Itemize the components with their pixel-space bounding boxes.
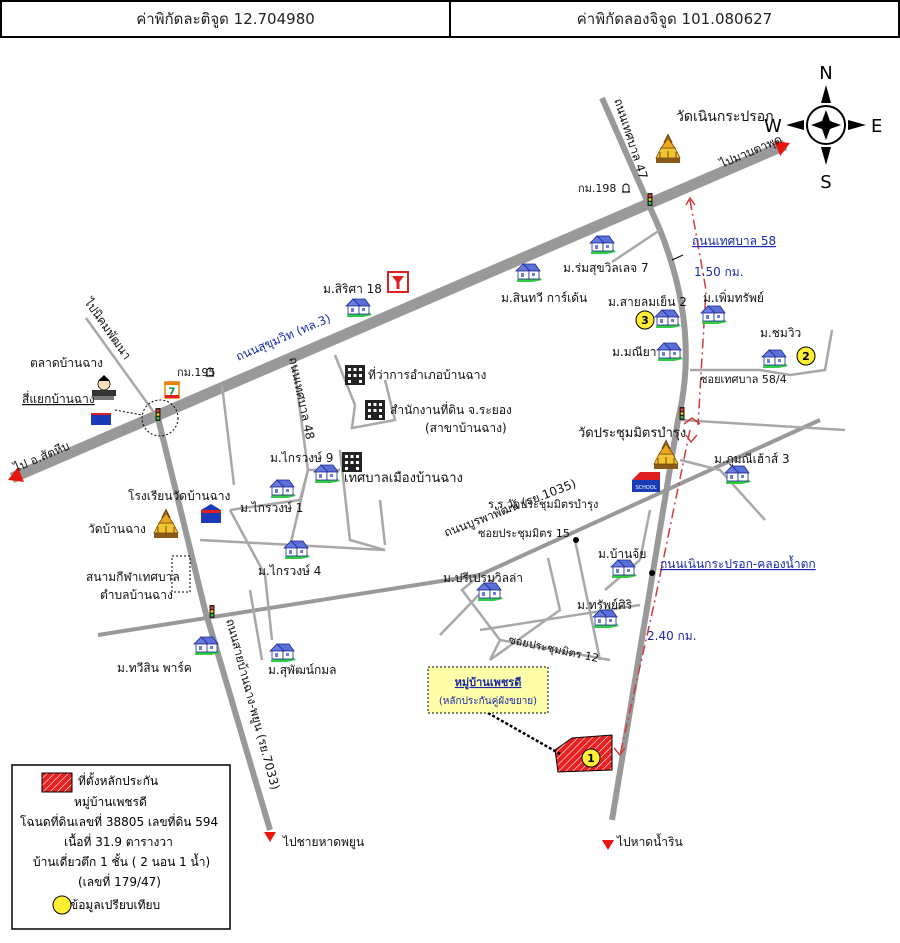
label-banchai: ม.บ้านจ้ย [598, 547, 646, 561]
label-km198: กม.198 [578, 182, 616, 195]
traffic-signal-icon [679, 407, 685, 420]
compass-icon: N S E W [764, 63, 882, 193]
label-noen-road: ถนนเนินกระปรอก-คลองน้ำตก [660, 555, 816, 571]
school-sign-icon: SCHOOL [632, 472, 660, 492]
label-thesaban-48: ถนนเทศบาล 48 [286, 356, 317, 441]
temple-icon-banchang [153, 509, 179, 539]
subject-site: 1 [554, 734, 613, 773]
building-icon-land-office [365, 400, 385, 420]
label-supat: ม.สุพัฒน์กมล [268, 663, 337, 678]
label-kraiwong4: ม.ไกรวงษ์ 4 [258, 564, 321, 578]
label-to-phayoon: ไปชายหาดพยูน [282, 835, 364, 850]
label-supsiri: ม.ทรัพย์ศิริ [577, 598, 633, 612]
compass-w: W [764, 116, 782, 137]
label-amphoe: ที่ว่าการอำเภอบ้านฉาง [368, 366, 486, 382]
police-station-icon [92, 375, 116, 400]
school-sign-icon [201, 504, 221, 523]
callout-leader [487, 711, 563, 757]
km-post-icon [621, 183, 631, 193]
svg-text:2: 2 [802, 350, 810, 363]
legend-compare: ข้อมูลเปรียบเทียบ [70, 898, 160, 913]
label-wat-noen: วัดเนินกระปรอก [676, 109, 774, 125]
traffic-signal-icon [647, 193, 653, 206]
label-land-office-branch: (สาขาบ้านฉาง) [425, 421, 507, 435]
label-to-nam-rin: ไปหาดน้ำริน [616, 833, 683, 849]
label-ruam-suk: ม.ร่มสุขวิลเลจ 7 [563, 261, 649, 276]
phayoon-road [155, 417, 273, 831]
traffic-signal-icon [209, 605, 215, 618]
label-school-prachum: ร.ร.วัดประชุมมิตรบำรุง [488, 498, 598, 511]
east-road [599, 96, 689, 821]
label-stadium-2: ตำบลบ้านฉาง [100, 588, 173, 602]
svg-text:7: 7 [169, 387, 176, 398]
sukhumvit-road [9, 139, 788, 484]
label-kraiwong1: ม.ไกรวงษ์ 1 [240, 501, 303, 515]
label-school-wat: โรงเรียนวัดบ้านฉาง [128, 489, 230, 503]
traffic-signal-icon [155, 408, 161, 421]
label-sintawee: ม.สินทวี การ์เด้น [501, 291, 587, 305]
intersection-highlight [141, 399, 179, 437]
seven-eleven-icon: 7 [164, 381, 180, 399]
legend-area: เนื้อที่ 31.9 ตารางวา [64, 833, 173, 849]
label-permsap: ม.เพิ่มทรัพย์ [703, 289, 764, 305]
label-soi-58-4: ซอยเทศบาล 58/4 [700, 373, 787, 386]
label-stadium: สนามกีฬาเทศบาล [86, 570, 180, 584]
label-chomwiw: ม.ชมวิว [760, 326, 801, 340]
svg-text:หมู่บ้านเพชรดี: หมู่บ้านเพชรดี [455, 676, 522, 690]
latitude-cell: ค่าพิกัดละติจูด 12.704980 [136, 10, 315, 28]
stadium-outline [171, 555, 191, 593]
legend-number: (เลขที่ 179/47) [78, 873, 161, 889]
label-kraiwong9: ม.ไกรวงษ์ 9 [270, 451, 333, 465]
legend-site: ที่ตั้งหลักประกัน [78, 772, 158, 788]
label-wat-banchang: วัดบ้านฉาง [88, 522, 146, 536]
compass-e: E [871, 116, 882, 137]
callout-box: หมู่บ้านเพชรดี (หลักประกันคู่ผังขยาย) [427, 666, 549, 714]
distance-routes [619, 199, 707, 756]
label-sriyaek: สี่แยกบ้านฉาง [22, 390, 95, 406]
label-maneeya: ม.มณียา [612, 345, 657, 359]
sirisa-logo-icon [387, 271, 409, 293]
label-land-office: สำนักงานที่ดิน จ.ระยอง [390, 401, 512, 417]
location-map: N S E W 7 [4, 63, 882, 930]
legend: ที่ตั้งหลักประกัน หมู่บ้านเพชรดี โฉนดที่… [11, 764, 231, 930]
coordinate-bar: ค่าพิกัดละติจูด 12.704980 ค่าพิกัดลองจิจ… [0, 0, 900, 38]
label-sailom: ม.สายลมเย็น 2 [608, 294, 687, 309]
label-soi12: ซอยประชุมมิตร 12 [507, 633, 600, 665]
legend-house: บ้านเดี่ยวตึก 1 ชั้น ( 2 นอน 1 น้ำ) [33, 853, 210, 869]
temple-icon-noen [655, 134, 681, 164]
map-frame: N S E W 7 [0, 40, 900, 939]
legend-village: หมู่บ้านเพชรดี [74, 795, 147, 810]
label-thesaban-58: ถนนเทศบาล 58 [692, 234, 776, 248]
housing-icons [193, 235, 789, 663]
label-soi15: ซอยประชุมมิตร 15 [478, 527, 570, 540]
building-icon-amphoe [345, 365, 365, 385]
compass-n: N [819, 63, 832, 84]
label-thawee: ม.ทวีสิน พาร์ค [117, 661, 192, 675]
svg-text:3: 3 [641, 314, 649, 327]
main-roads [9, 96, 821, 831]
svg-text:SCHOOL: SCHOOL [635, 485, 656, 491]
label-wat-prachum: วัดประชุมมิตรบำรุง [578, 426, 686, 441]
label-sirisa: ม.สิริศา 18 [323, 282, 382, 296]
label-preeprem: ม.ปรีเปรมวิลล่า [443, 571, 523, 585]
label-km195: กม.195 [177, 366, 215, 379]
longitude-cell: ค่าพิกัดลองจิจูด 101.080627 [449, 2, 898, 36]
label-dist-150: 1.50 กม. [694, 265, 744, 279]
map-labels: วัดเนินกระปรอก ไปมาบตาพุด ถนนเทศบาล 47 ก… [11, 97, 816, 850]
label-thesaban-office: เทศบาลเมืองบ้านฉาง [344, 470, 463, 486]
legend-deed: โฉนดที่ดินเลขที่ 38805 เลขที่ดิน 594 [20, 813, 218, 829]
compass-s: S [820, 172, 831, 193]
building-icon-thesaban [342, 452, 362, 472]
school-sign-icon [91, 413, 111, 425]
label-talad: ตลาดบ้านฉาง [30, 356, 103, 370]
comparison-markers: 3 2 [635, 310, 816, 366]
svg-text:1: 1 [587, 752, 595, 765]
direction-arrows [4, 135, 794, 850]
svg-text:(หลักประกันคู่ผังขยาย): (หลักประกันคู่ผังขยาย) [439, 696, 537, 707]
label-to-nikom: ไปนิคมพัฒนา [81, 295, 134, 362]
label-phumanee: ม.ภูมณีเฮ้าส์ 3 [714, 452, 790, 467]
label-dist-240: 2.40 กม. [647, 629, 697, 643]
